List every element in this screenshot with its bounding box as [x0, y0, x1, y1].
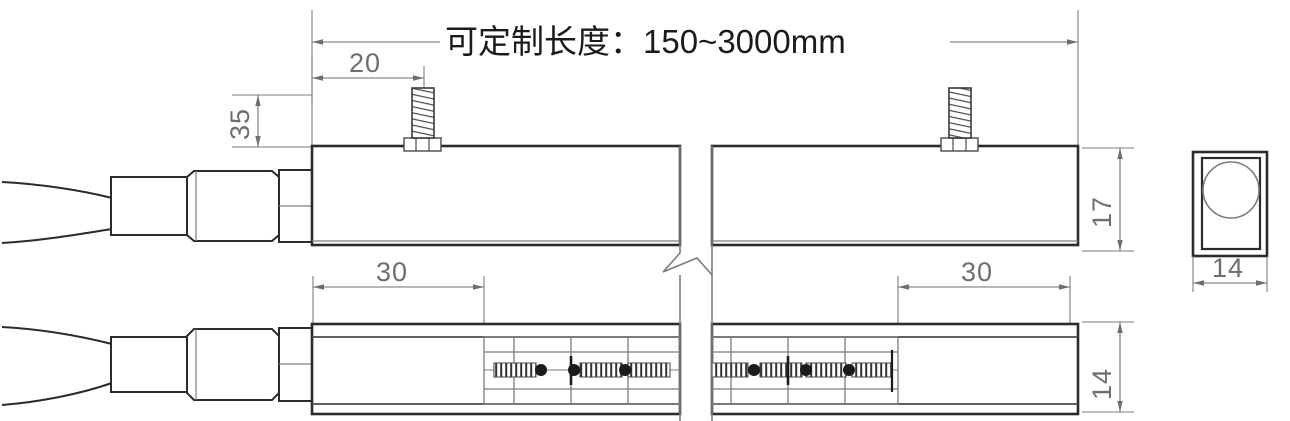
threaded-mounting-stud-right [940, 87, 979, 152]
dimension-14-end-label: 14 [1212, 253, 1244, 283]
dimension-20-label: 20 [349, 48, 381, 78]
dimension-top-overall: 可定制长度：150~3000mm [311, 10, 1079, 152]
dimension-35: 35 [225, 94, 312, 148]
dimension-14-side: 14 [1082, 321, 1134, 413]
connector-body-upper [186, 170, 280, 242]
front-elevation-view [1, 87, 1080, 278]
internal-spring-assembly-left [483, 336, 681, 405]
dimension-30-left: 30 [312, 257, 485, 352]
strain-relief-boot-lower [110, 336, 188, 393]
threaded-mounting-stud-left [403, 87, 442, 152]
dimension-17: 17 [1082, 147, 1134, 252]
plan-section-view [1, 275, 1080, 421]
strain-relief-boot-upper [110, 176, 188, 236]
dimension-17-label: 17 [1087, 196, 1117, 228]
internal-bore-circle [1202, 161, 1260, 219]
dimension-35-label: 35 [225, 108, 255, 140]
dimension-14-side-label: 14 [1087, 368, 1117, 400]
connector-collar-lower [278, 327, 313, 402]
connector-collar-upper [278, 169, 313, 243]
break-line-symbol-front [662, 146, 713, 278]
dimension-14-end: 14 [1192, 253, 1268, 292]
cable-lower [1, 326, 113, 406]
cable-upper [1, 181, 113, 244]
break-line-symbol-plan [679, 275, 713, 421]
dimension-30-right-label: 30 [961, 257, 993, 287]
dimension-30-left-label: 30 [376, 257, 408, 287]
dimension-20: 20 [311, 48, 425, 100]
connector-body-lower [186, 328, 280, 401]
sensor-housing-front-right [710, 144, 1080, 247]
sensor-housing-front-left [310, 144, 682, 247]
end-section-view: 14 [1191, 150, 1269, 292]
overall-length-label: 可定制长度：150~3000mm [445, 23, 846, 60]
